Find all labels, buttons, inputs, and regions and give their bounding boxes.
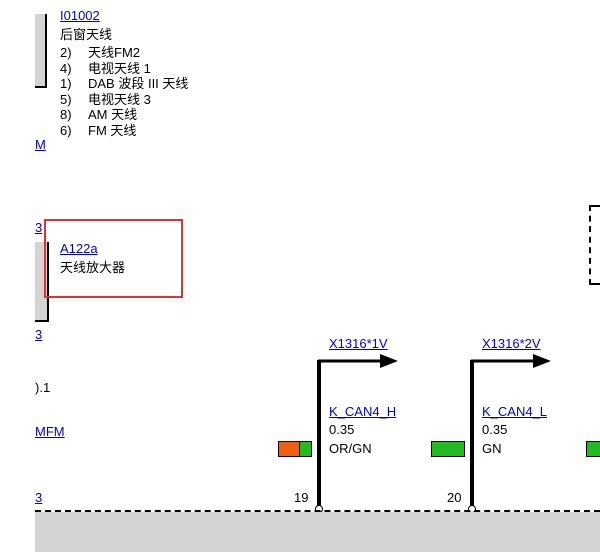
wire-color-swatch-or-gn — [278, 441, 312, 457]
arrow-right-icon — [471, 354, 551, 368]
pin-label: FM 天线 — [88, 122, 137, 138]
pin-row: 8) AM 天线 — [60, 107, 188, 123]
pin-label: DAB 波段 III 天线 — [88, 76, 189, 91]
pin-row: 2) 天线FM2 — [60, 45, 188, 61]
component-code-link[interactable]: A122a — [60, 241, 98, 256]
pin-number: 2) — [60, 45, 72, 60]
component-box-a122a-border-bottom — [35, 320, 49, 322]
component-box-a122a-border — [47, 242, 49, 322]
pin-label: 电视天线 1 — [88, 60, 151, 76]
component-box-i01002 — [35, 14, 47, 88]
component-name: 后窗天线 — [60, 27, 113, 42]
pin-number: 5) — [60, 91, 72, 107]
pin-row: 1) DAB 波段 III 天线 — [60, 76, 188, 92]
bottom-module-box — [35, 512, 600, 552]
pin-list: 2) 天线FM2 4) 电视天线 1 1) DAB 波段 III 天线 5) 电… — [60, 45, 188, 138]
component-code-link[interactable]: I01002 — [60, 8, 100, 23]
edge-link-label[interactable]: 3 — [35, 220, 43, 235]
signal-link[interactable]: K_CAN4_L — [482, 404, 548, 419]
pin-label: 电视天线 3 — [88, 91, 151, 107]
component-name: 天线放大器 — [60, 260, 126, 275]
pin-row: 6) FM 天线 — [60, 123, 188, 139]
pin-number: 6) — [60, 122, 72, 138]
edge-link-label[interactable]: M — [35, 137, 46, 152]
wire-color-code: GN — [482, 441, 502, 456]
edge-link-label[interactable]: MFM — [35, 424, 65, 439]
pin-number: 8) — [60, 107, 72, 122]
component-box-i01002-border — [45, 14, 47, 88]
edge-text-label: ).1 — [35, 380, 51, 395]
pin-number: 4) — [60, 60, 72, 76]
highlight-box — [44, 219, 183, 298]
wire-color-swatch-partial — [586, 441, 600, 457]
pin-row: 4) 电视天线 1 — [60, 61, 188, 77]
arrow-right-icon — [318, 354, 398, 368]
wire-vertical — [470, 360, 474, 510]
partial-component-box — [589, 205, 600, 285]
pin-number: 1) — [60, 76, 72, 91]
wire-gauge: 0.35 — [329, 422, 355, 437]
pin-number-label: 19 — [294, 490, 309, 505]
component-box-i01002-border-bottom — [35, 86, 47, 88]
connector-link-x1316-2v[interactable]: X1316*2V — [482, 336, 541, 351]
wire-color-swatch-gn — [431, 441, 465, 457]
pin-row: 5) 电视天线 3 — [60, 92, 188, 108]
edge-link-label[interactable]: 3 — [35, 327, 43, 342]
wire-color-code: OR/GN — [329, 441, 372, 456]
pin-label: AM 天线 — [88, 107, 138, 122]
edge-link-label[interactable]: 3 — [35, 490, 43, 505]
pin-number-label: 20 — [447, 490, 462, 505]
wire-gauge: 0.35 — [482, 422, 508, 437]
signal-link[interactable]: K_CAN4_H — [329, 404, 397, 419]
connector-link-x1316-1v[interactable]: X1316*1V — [329, 336, 388, 351]
wire-vertical — [317, 360, 321, 510]
bottom-module-border — [35, 510, 600, 512]
pin-label: 天线FM2 — [88, 45, 141, 60]
